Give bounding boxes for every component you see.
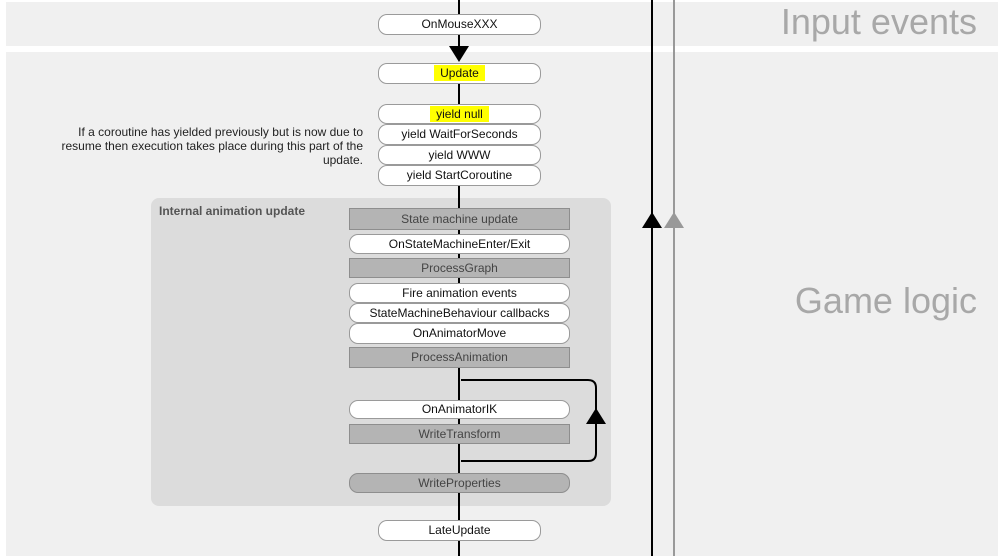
smb-callbacks-label: StateMachineBehaviour callbacks [369,306,550,320]
update-node: Update [378,63,541,84]
state-machine-update-node: State machine update [349,208,570,230]
write-transform-node: WriteTransform [349,424,570,444]
late-update-node: LateUpdate [378,520,541,541]
write-properties-node: WriteProperties [349,473,570,493]
write-transform-label: WriteTransform [418,427,501,441]
on-animator-move-node: OnAnimatorMove [349,323,570,344]
arrow-up-icon [586,408,606,424]
fire-events-label: Fire animation events [402,286,517,300]
arrow-down-icon [449,46,469,62]
yield-wait-node: yield WaitForSeconds [378,124,541,145]
fire-events-node: Fire animation events [349,283,570,303]
on-state-machine-label: OnStateMachineEnter/Exit [388,237,531,251]
state-machine-update-label: State machine update [401,212,518,226]
arrow-up-icon [664,212,684,228]
game-logic-title: Game logic [794,280,977,321]
write-properties-label: WriteProperties [418,476,501,490]
yield-www-label: yield WWW [428,148,491,162]
internal-animation-title: Internal animation update [159,204,306,218]
process-animation-label: ProcessAnimation [411,350,508,364]
yield-www-node: yield WWW [378,145,541,165]
on-mouse-label: OnMouseXXX [421,17,498,31]
input-events-title: Input events [780,1,977,42]
late-update-label: LateUpdate [428,523,491,537]
on-animator-ik-node: OnAnimatorIK [349,400,570,419]
smb-callbacks-node: StateMachineBehaviour callbacks [349,303,570,323]
yield-wait-label: yield WaitForSeconds [401,127,518,141]
yield-start-node: yield StartCoroutine [378,165,541,186]
on-state-machine-node: OnStateMachineEnter/Exit [349,234,570,254]
yield-null-label: yield null [430,106,489,122]
yield-null-node: yield null [378,104,541,124]
process-animation-node: ProcessAnimation [349,347,570,368]
coroutine-note: If a coroutine has yielded previously bu… [61,125,363,167]
arrow-up-icon [642,212,662,228]
on-animator-ik-label: OnAnimatorIK [421,402,498,416]
yield-start-label: yield StartCoroutine [406,168,513,182]
process-graph-node: ProcessGraph [349,258,570,278]
process-graph-label: ProcessGraph [421,261,498,275]
on-animator-move-label: OnAnimatorMove [412,326,507,340]
on-mouse-node: OnMouseXXX [378,14,541,35]
update-label: Update [434,65,485,81]
